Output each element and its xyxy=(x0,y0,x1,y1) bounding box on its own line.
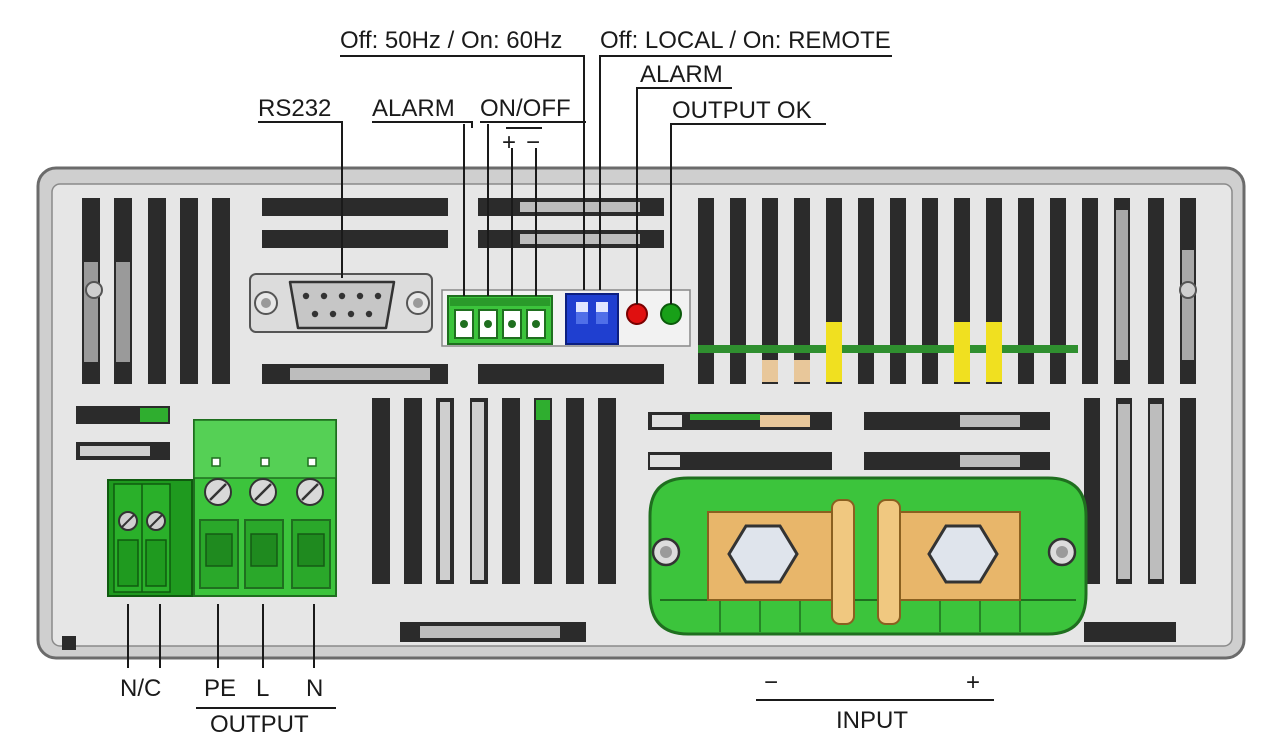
alarm-led-label: ALARM xyxy=(640,61,723,88)
n-label: N xyxy=(306,675,323,702)
input-terminal-plate[interactable] xyxy=(648,476,1088,636)
db9-connector-icon[interactable] xyxy=(249,273,433,333)
alarm-onoff-terminal-block[interactable] xyxy=(447,295,553,345)
pe-label: PE xyxy=(204,675,236,702)
hex-bolt-icon xyxy=(727,524,999,584)
freq-switch-label: Off: 50Hz / On: 60Hz xyxy=(340,27,562,54)
nc-label: N/C xyxy=(120,675,161,702)
output-label: OUTPUT xyxy=(210,711,309,738)
alarm-terminal-label: ALARM xyxy=(372,95,455,122)
input-plus-label: + xyxy=(966,669,980,696)
leader-lines xyxy=(127,55,994,709)
alarm-led-icon xyxy=(626,303,648,325)
rs232-label: RS232 xyxy=(258,95,331,122)
internal-pcb-trace xyxy=(698,345,1078,353)
l-label: L xyxy=(256,675,269,702)
screw-icon xyxy=(651,537,1077,567)
output-ok-label: OUTPUT OK xyxy=(672,97,812,124)
mode-switch-label: Off: LOCAL / On: REMOTE xyxy=(600,27,891,54)
input-minus-label: − xyxy=(764,669,778,696)
input-label: INPUT xyxy=(836,707,908,734)
output-ok-led-icon xyxy=(660,303,682,325)
screw-icon xyxy=(85,281,1197,299)
dip-switch-icon[interactable] xyxy=(565,293,619,345)
onoff-terminal-label: ON/OFF xyxy=(480,95,571,122)
screw-icon xyxy=(204,478,324,506)
vent-slots-horizontal xyxy=(648,412,1050,470)
labels: Off: 50Hz / On: 60Hz Off: LOCAL / On: RE… xyxy=(120,27,980,738)
yellow-components xyxy=(826,322,1002,382)
vent-slots-left xyxy=(82,198,230,384)
onoff-minus-label: − xyxy=(526,129,540,156)
onoff-plus-label: + xyxy=(502,129,516,156)
nc-terminal-block[interactable] xyxy=(107,479,193,597)
output-terminal-block[interactable] xyxy=(193,419,337,597)
